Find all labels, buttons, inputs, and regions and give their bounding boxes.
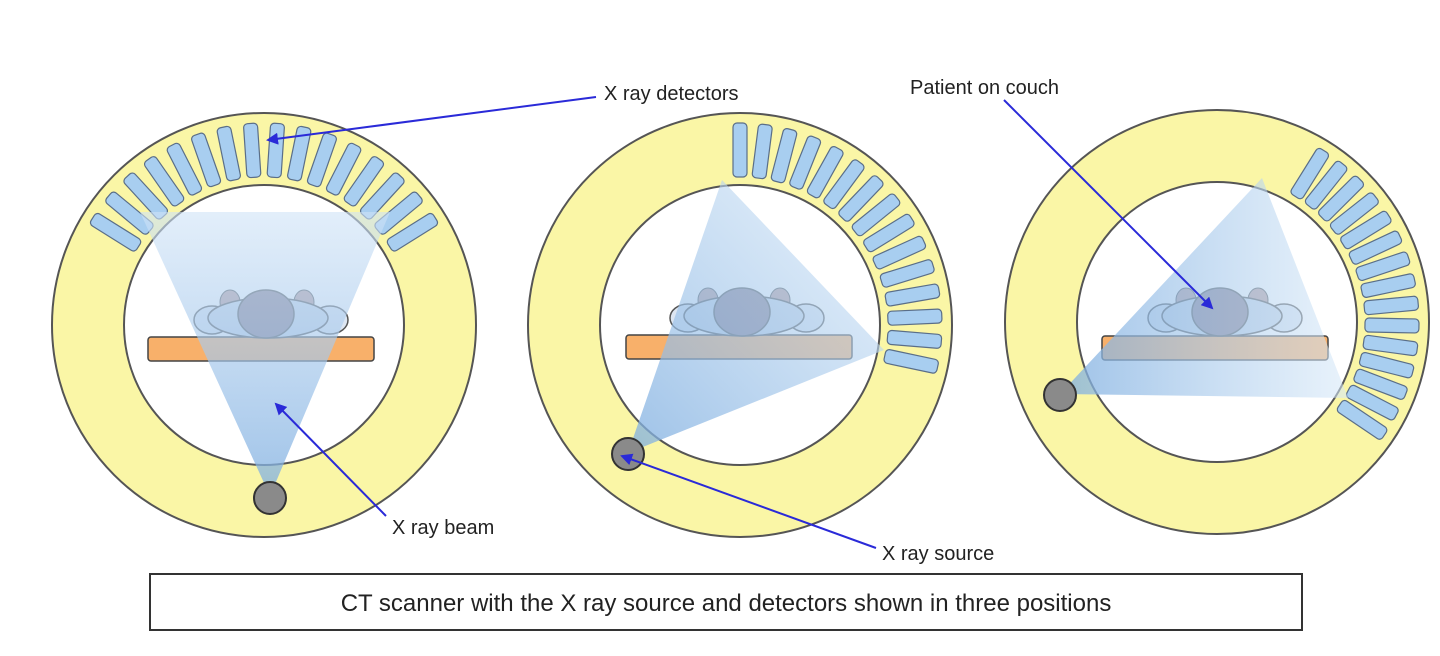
detector-element bbox=[1290, 147, 1330, 200]
detector-element bbox=[789, 135, 822, 190]
xray-beam bbox=[1060, 178, 1348, 398]
detector-element bbox=[872, 235, 927, 270]
detector-element bbox=[1358, 351, 1415, 379]
detector-element bbox=[1304, 160, 1348, 210]
detector-element bbox=[89, 212, 142, 252]
detector-element bbox=[243, 122, 262, 179]
detector-element bbox=[1318, 175, 1365, 222]
detector-element bbox=[216, 125, 241, 182]
patient-arrow bbox=[1003, 99, 1214, 310]
detector-element bbox=[863, 213, 915, 253]
detector-element bbox=[306, 132, 337, 188]
detectors-arrow bbox=[266, 96, 597, 145]
detector-element bbox=[166, 142, 203, 196]
scanner-position-3 bbox=[1004, 109, 1430, 535]
patient-label: Patient on couch bbox=[910, 77, 1059, 99]
detector-array bbox=[1290, 147, 1420, 440]
detector-element bbox=[343, 156, 385, 207]
detector-element bbox=[883, 349, 939, 374]
detector-element bbox=[1355, 251, 1411, 282]
detector-element bbox=[838, 175, 884, 222]
detector-element bbox=[732, 122, 748, 178]
detector-element bbox=[143, 156, 185, 207]
detector-element bbox=[887, 308, 943, 326]
scanner-position-2 bbox=[527, 112, 953, 538]
detector-element bbox=[1345, 384, 1399, 421]
xray-source bbox=[611, 437, 645, 471]
detector-element bbox=[770, 128, 798, 184]
beam-arrow bbox=[274, 402, 387, 517]
detector-element bbox=[806, 146, 844, 199]
detector-element bbox=[884, 283, 941, 307]
detector-element bbox=[886, 329, 943, 349]
detector-element bbox=[1336, 399, 1388, 440]
detector-element bbox=[1340, 210, 1392, 250]
caption-box: CT scanner with the X ray source and det… bbox=[149, 573, 1303, 631]
detector-element bbox=[851, 193, 901, 237]
source-label: X ray source bbox=[882, 543, 994, 565]
detector-element bbox=[879, 259, 935, 288]
detector-element bbox=[1364, 317, 1420, 334]
detector-element bbox=[1362, 334, 1419, 357]
xray-beam bbox=[140, 212, 390, 496]
caption: CT scanner with the X ray source and det… bbox=[341, 590, 1112, 617]
detector-element bbox=[1353, 368, 1408, 400]
detector-element bbox=[287, 125, 312, 182]
detector-element bbox=[1363, 295, 1419, 316]
source-arrow bbox=[620, 453, 877, 549]
detector-element bbox=[823, 159, 865, 210]
detectors-label: X ray detectors bbox=[604, 83, 739, 105]
detector-array bbox=[732, 122, 943, 374]
scanner-position-1 bbox=[51, 112, 477, 538]
detector-element bbox=[325, 142, 362, 196]
callout-arrows bbox=[266, 96, 1214, 549]
detector-element bbox=[751, 123, 773, 180]
detector-element bbox=[386, 212, 439, 252]
detector-element bbox=[1348, 230, 1403, 265]
xray-beam bbox=[628, 180, 884, 453]
detector-element bbox=[1329, 192, 1379, 235]
detector-element bbox=[266, 122, 285, 179]
detector-element bbox=[1360, 273, 1416, 298]
detector-element bbox=[191, 132, 222, 188]
beam-label: X ray beam bbox=[392, 517, 494, 539]
xray-source bbox=[253, 481, 287, 515]
xray-source bbox=[1043, 378, 1077, 412]
